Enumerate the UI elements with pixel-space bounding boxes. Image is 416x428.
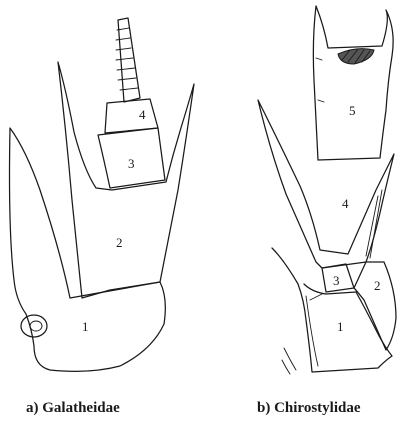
chirostylidae-segment-2 xyxy=(354,262,396,350)
chirostylidae-segment-5 xyxy=(313,6,393,160)
galatheidae-caption: a) Galatheidae xyxy=(26,400,120,416)
chirostylidae-label-2: 2 xyxy=(374,278,381,293)
galatheidae-flagellum xyxy=(116,18,140,102)
chirostylidae-label-4: 4 xyxy=(342,196,349,211)
panel-galatheidae: 1 2 3 4 a) Galatheidae xyxy=(10,18,195,416)
galatheidae-label-4: 4 xyxy=(139,107,146,122)
chirostylidae-label-3: 3 xyxy=(333,273,340,288)
galatheidae-gland-opening-inner xyxy=(30,321,42,331)
galatheidae-segment-2 xyxy=(58,62,194,298)
chirostylidae-label-5: 5 xyxy=(349,103,356,118)
panel-chirostylidae: 1 2 3 4 5 b) Chirostylidae xyxy=(257,6,396,416)
galatheidae-label-3: 3 xyxy=(128,156,135,171)
galatheidae-gland-opening-outer xyxy=(21,315,47,337)
galatheidae-segment-1 xyxy=(10,128,166,371)
chirostylidae-segment-4 xyxy=(258,100,394,268)
galatheidae-segment-4 xyxy=(105,99,158,133)
chirostylidae-caption: b) Chirostylidae xyxy=(257,400,361,416)
galatheidae-label-2: 2 xyxy=(116,235,123,250)
chirostylidae-label-1: 1 xyxy=(337,319,344,334)
galatheidae-label-1: 1 xyxy=(82,319,89,334)
